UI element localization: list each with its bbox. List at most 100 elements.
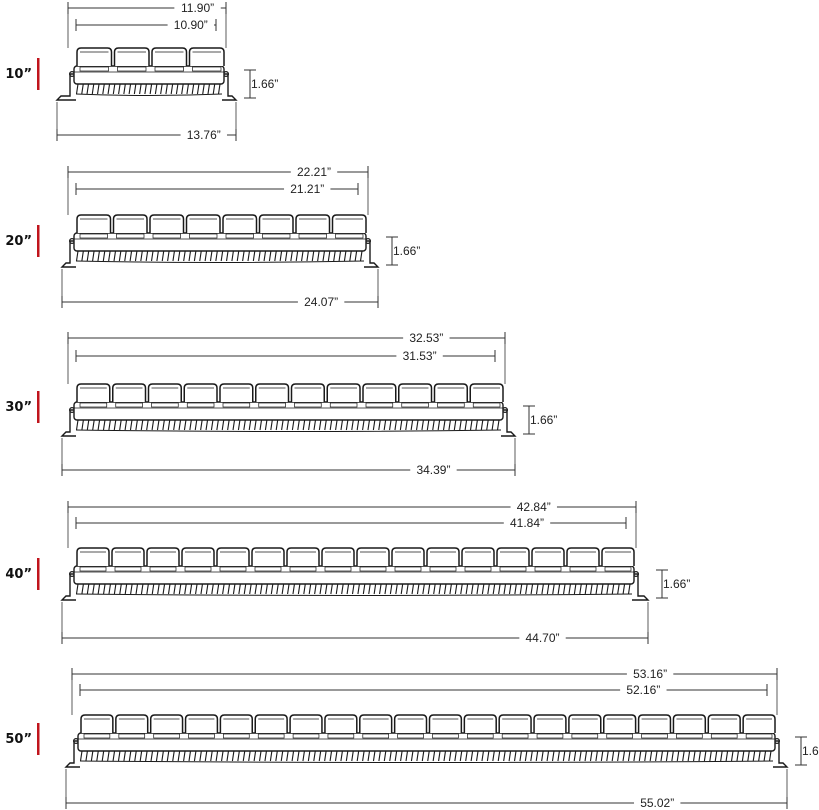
led-lens-outline bbox=[188, 47, 225, 66]
led-cell bbox=[496, 547, 530, 572]
led-lens-outline bbox=[391, 547, 425, 566]
cooling-fin bbox=[449, 583, 452, 595]
cooling-fin bbox=[665, 750, 669, 762]
cooling-fin bbox=[204, 250, 208, 262]
cooling-fin bbox=[173, 583, 176, 595]
cooling-fin bbox=[481, 750, 485, 762]
cooling-fin bbox=[471, 583, 474, 595]
cooling-fin bbox=[75, 83, 79, 95]
cooling-fin bbox=[638, 750, 642, 762]
cooling-fin bbox=[568, 750, 571, 762]
led-cell bbox=[601, 547, 635, 572]
led-reflector bbox=[335, 233, 364, 239]
cooling-fin bbox=[606, 583, 609, 595]
led-reflector bbox=[186, 402, 215, 408]
cooling-fin bbox=[308, 583, 312, 595]
light-bar-2: 1.66”22.21”21.21”24.07”20” bbox=[5, 164, 420, 310]
size-marker bbox=[37, 58, 40, 90]
cooling-fin bbox=[443, 750, 447, 762]
cooling-fin bbox=[177, 250, 181, 262]
cooling-fin bbox=[92, 250, 95, 262]
led-lens-outline bbox=[286, 547, 320, 566]
cooling-fin bbox=[400, 750, 403, 762]
cooling-fin bbox=[752, 750, 756, 762]
fin-base bbox=[75, 93, 223, 96]
cooling-fin bbox=[389, 419, 392, 431]
cooling-fin bbox=[400, 583, 404, 595]
led-lens-outline bbox=[219, 383, 254, 402]
cooling-fin bbox=[156, 250, 159, 262]
mount-width-dimension: 44.70” bbox=[61, 630, 649, 646]
led-reflector bbox=[437, 402, 465, 408]
cooling-fin bbox=[108, 419, 111, 431]
cooling-fin bbox=[139, 750, 143, 762]
outer-width-dimension: 32.53” bbox=[67, 330, 506, 346]
cooling-fin bbox=[145, 250, 149, 262]
led-reflector bbox=[79, 233, 108, 239]
led-reflector bbox=[327, 733, 355, 739]
led-reflector bbox=[292, 733, 320, 739]
cooling-fin bbox=[162, 583, 166, 595]
led-reflector bbox=[359, 566, 387, 572]
cooling-fin bbox=[193, 250, 197, 262]
cooling-fin bbox=[149, 83, 153, 95]
cooling-fin bbox=[86, 83, 90, 95]
led-lens-outline bbox=[183, 383, 218, 402]
cooling-fin bbox=[573, 583, 577, 595]
cooling-fin bbox=[247, 250, 251, 262]
led-cell bbox=[219, 383, 254, 408]
led-reflector bbox=[117, 66, 147, 72]
cooling-fin bbox=[145, 750, 148, 762]
cooling-fin bbox=[108, 250, 111, 262]
housing-body bbox=[73, 65, 225, 85]
led-cell bbox=[531, 547, 565, 572]
led-cell bbox=[637, 714, 672, 739]
cooling-fin bbox=[437, 419, 441, 431]
cooling-fin bbox=[454, 750, 457, 762]
cooling-fin bbox=[497, 750, 501, 762]
cooling-fin bbox=[167, 419, 171, 431]
cooling-fin bbox=[356, 750, 360, 762]
cooling-fin bbox=[242, 750, 246, 762]
led-cell bbox=[463, 714, 497, 739]
led-reflector bbox=[189, 233, 218, 239]
led-cell bbox=[331, 214, 367, 239]
cooling-fin bbox=[279, 250, 283, 262]
cooling-fin bbox=[210, 419, 214, 431]
bar-size-label: 30” bbox=[5, 400, 32, 415]
mount-width-dimension: 24.07” bbox=[61, 294, 379, 310]
led-cell bbox=[76, 47, 113, 72]
cooling-fin bbox=[167, 583, 171, 595]
mount-width-dimension: 13.76” bbox=[56, 127, 237, 143]
cooling-fin bbox=[486, 750, 490, 762]
led-cell bbox=[258, 214, 294, 239]
led-reflector bbox=[536, 733, 564, 739]
led-cell bbox=[76, 383, 111, 408]
led-cell bbox=[433, 383, 468, 408]
cooling-fin bbox=[205, 583, 209, 595]
cooling-fin bbox=[557, 583, 561, 595]
cooling-fin bbox=[496, 419, 500, 431]
cooling-fin bbox=[530, 583, 534, 595]
led-reflector bbox=[289, 566, 317, 572]
cooling-fin bbox=[183, 750, 186, 762]
cooling-fin bbox=[459, 419, 462, 431]
lens-width-dimension-label-bg bbox=[167, 17, 214, 33]
led-lens-outline bbox=[151, 47, 188, 66]
led-lens-outline bbox=[531, 547, 565, 566]
cooling-fin bbox=[524, 750, 528, 762]
cooling-fin bbox=[181, 83, 184, 95]
led-cell bbox=[147, 383, 182, 408]
cooling-fin bbox=[306, 250, 309, 262]
cooling-fin bbox=[123, 750, 126, 762]
cooling-fin bbox=[150, 250, 154, 262]
cooling-fin bbox=[92, 583, 95, 595]
cooling-fin bbox=[215, 250, 218, 262]
cooling-fin bbox=[741, 750, 745, 762]
outer-width-dimension-label: 53.16” bbox=[633, 667, 667, 681]
led-lens-outline bbox=[76, 47, 113, 66]
outer-width-dimension: 22.21” bbox=[67, 164, 369, 180]
cooling-fin bbox=[627, 750, 631, 762]
cooling-fin bbox=[389, 750, 392, 762]
led-cell bbox=[356, 547, 390, 572]
